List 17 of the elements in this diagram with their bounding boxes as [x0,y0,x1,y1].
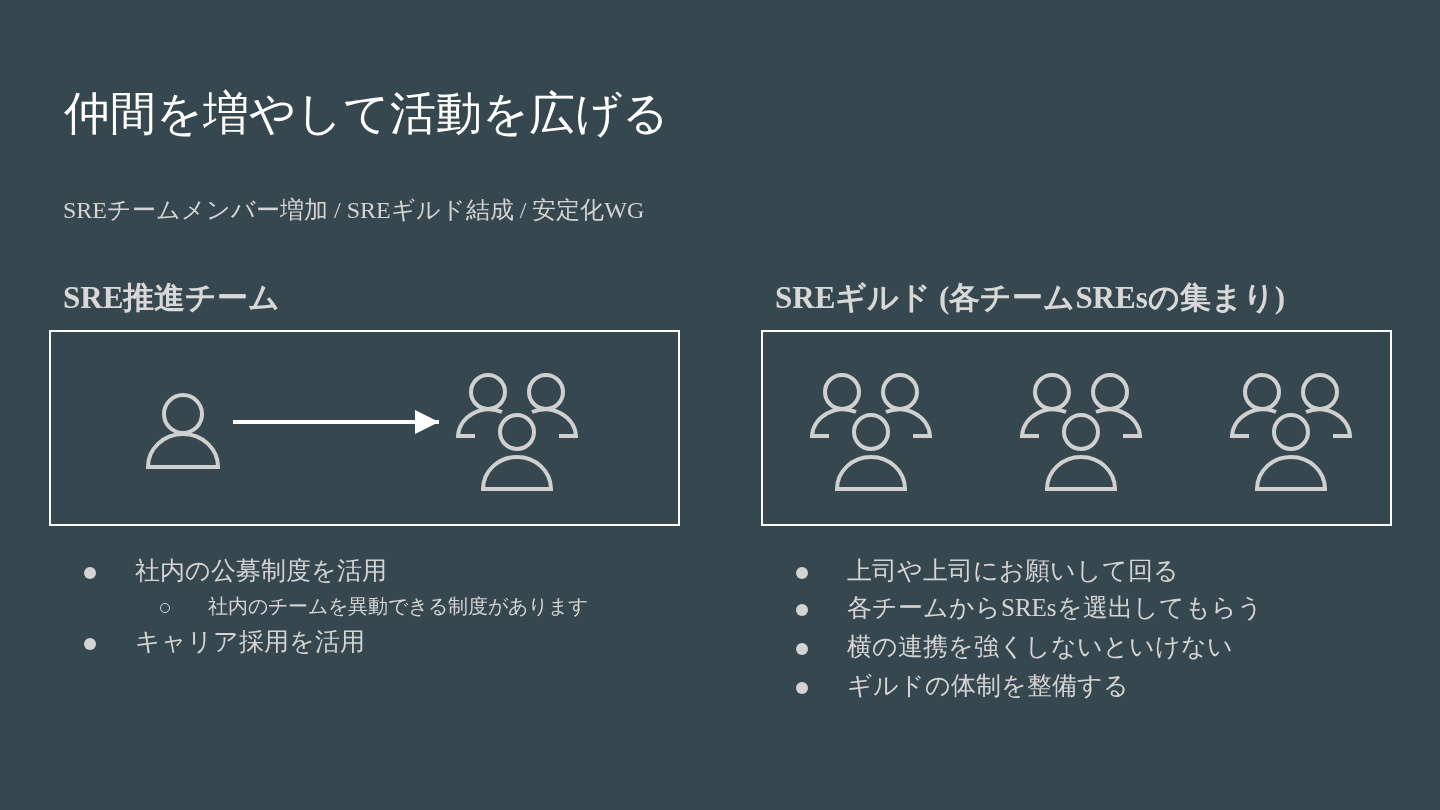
slide-title: 仲間を増やして活動を広げる [64,86,669,141]
bullet-text: 上司や上司にお願いして回る [847,556,1179,586]
panel-heading: SRE推進チーム [63,279,281,317]
bullet-text: ギルドの体制を整備する [847,671,1129,701]
subtitle: SREチームメンバー増加 / SREギルド結成 / 安定化WG [63,196,645,225]
people-group-icon [1019,370,1143,492]
bullet-text: キャリア採用を活用 [135,627,365,657]
bullet-text: 社内のチームを異動できる制度があります [208,594,588,618]
people-group-icon [455,370,579,492]
bullet-text: 各チームからSREsを選出してもらう [847,593,1263,623]
people-group-icon [809,370,933,492]
people-group-icon [1229,370,1353,492]
bullet-text: 社内の公募制度を活用 [135,556,387,586]
arrow [233,410,439,434]
person-icon [145,390,221,470]
panel-heading: SREギルド (各チームSREsの集まり) [775,279,1286,317]
bullet-text: 横の連携を強くしないといけない [847,632,1233,662]
